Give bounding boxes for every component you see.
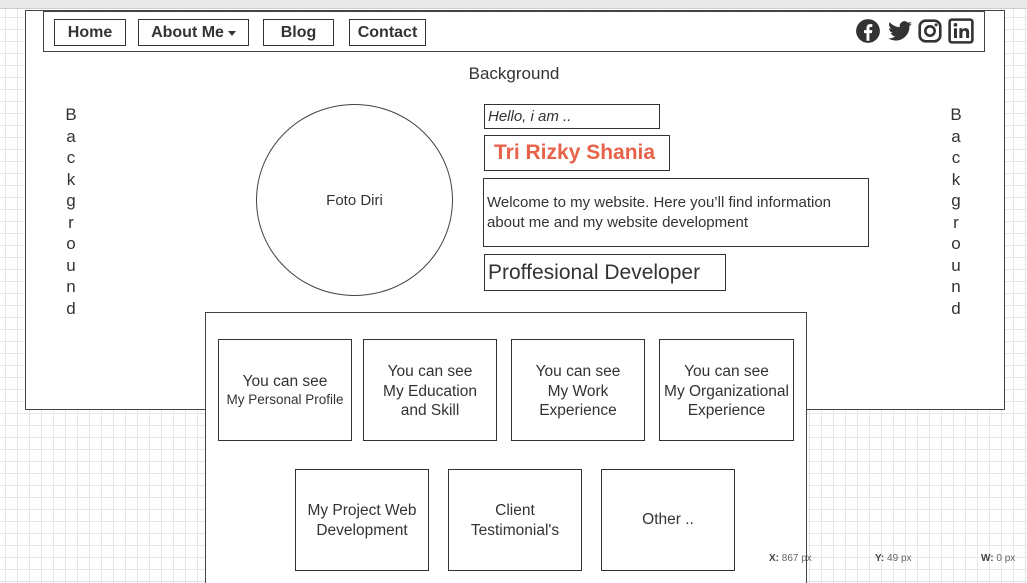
background-label-right: B a c k g r o u n d — [950, 105, 962, 318]
card-profile-line2: My Personal Profile — [226, 392, 344, 408]
twitter-icon[interactable] — [887, 18, 913, 44]
card-organizational-experience[interactable]: You can see My Organizational Experience — [659, 339, 794, 441]
card-organization-line1: You can see — [684, 363, 769, 380]
editor-top-bar — [0, 0, 1027, 9]
card-other[interactable]: Other .. — [601, 469, 735, 571]
nav-about-button[interactable]: About Me — [138, 19, 249, 46]
status-y-readout: Y: 49 px — [875, 553, 912, 564]
nav-contact-button[interactable]: Contact — [349, 19, 426, 46]
status-y-label: Y: — [875, 553, 885, 564]
card-organization-line2: My Organizational — [664, 382, 789, 400]
nav-home-button[interactable]: Home — [54, 19, 126, 46]
status-w-readout: W: 0 px — [981, 553, 1015, 564]
nav-contact-label: Contact — [357, 23, 418, 41]
card-education-line2: My Education — [383, 382, 477, 400]
status-x-readout: X: 867 px — [769, 553, 812, 564]
photo-label: Foto Diri — [326, 191, 383, 209]
card-testimonial-line1: Client — [495, 502, 535, 519]
nav-home-label: Home — [67, 23, 113, 41]
chevron-down-icon — [227, 31, 236, 36]
background-label-top: Background — [468, 64, 560, 83]
nav-about-label: About Me — [151, 23, 224, 41]
card-project-line2: Development — [316, 521, 408, 539]
name-text: Tri Rizky Shania — [494, 141, 656, 164]
greeting-text-box[interactable]: Hello, i am .. — [484, 104, 660, 129]
card-education-line1: You can see — [387, 363, 473, 380]
welcome-text-box[interactable]: Welcome to my website. Here you’ll find … — [483, 178, 869, 247]
card-project-line1: My Project Web — [307, 502, 417, 519]
role-text: Proffesional Developer — [488, 260, 701, 284]
name-text-box[interactable]: Tri Rizky Shania — [484, 135, 670, 171]
status-y-value: 49 px — [887, 553, 912, 564]
card-education-line3: and Skill — [400, 402, 460, 419]
status-w-value: 0 px — [996, 553, 1016, 564]
card-profile-line1: You can see — [242, 372, 328, 390]
card-work-line3: Experience — [539, 402, 617, 419]
status-x-value: 867 px — [781, 553, 812, 564]
card-work-experience[interactable]: You can see My Work Experience — [511, 339, 645, 441]
greeting-text: Hello, i am .. — [488, 108, 572, 125]
nav-blog-label: Blog — [280, 23, 317, 41]
card-testimonial-line2: Testimonial's — [470, 521, 560, 539]
status-x-label: X: — [769, 553, 779, 564]
facebook-icon[interactable] — [855, 18, 881, 44]
profile-photo-placeholder[interactable]: Foto Diri — [256, 104, 453, 296]
card-work-line1: You can see — [535, 363, 621, 380]
card-personal-profile[interactable]: You can see My Personal Profile — [218, 339, 352, 441]
card-education-skill[interactable]: You can see My Education and Skill — [363, 339, 497, 441]
card-project-web-development[interactable]: My Project Web Development — [295, 469, 429, 571]
card-other-line1: Other .. — [642, 511, 694, 529]
nav-blog-button[interactable]: Blog — [263, 19, 334, 46]
status-w-label: W: — [981, 553, 994, 564]
role-text-box[interactable]: Proffesional Developer — [484, 254, 726, 291]
card-organization-line3: Experience — [687, 402, 766, 419]
linkedin-icon[interactable] — [948, 18, 974, 44]
background-label-left: B a c k g r o u n d — [65, 105, 77, 318]
instagram-icon[interactable] — [917, 18, 943, 44]
card-client-testimonials[interactable]: Client Testimonial's — [448, 469, 582, 571]
welcome-text: Welcome to my website. Here you’ll find … — [487, 194, 832, 231]
card-work-line2: My Work — [547, 382, 609, 400]
